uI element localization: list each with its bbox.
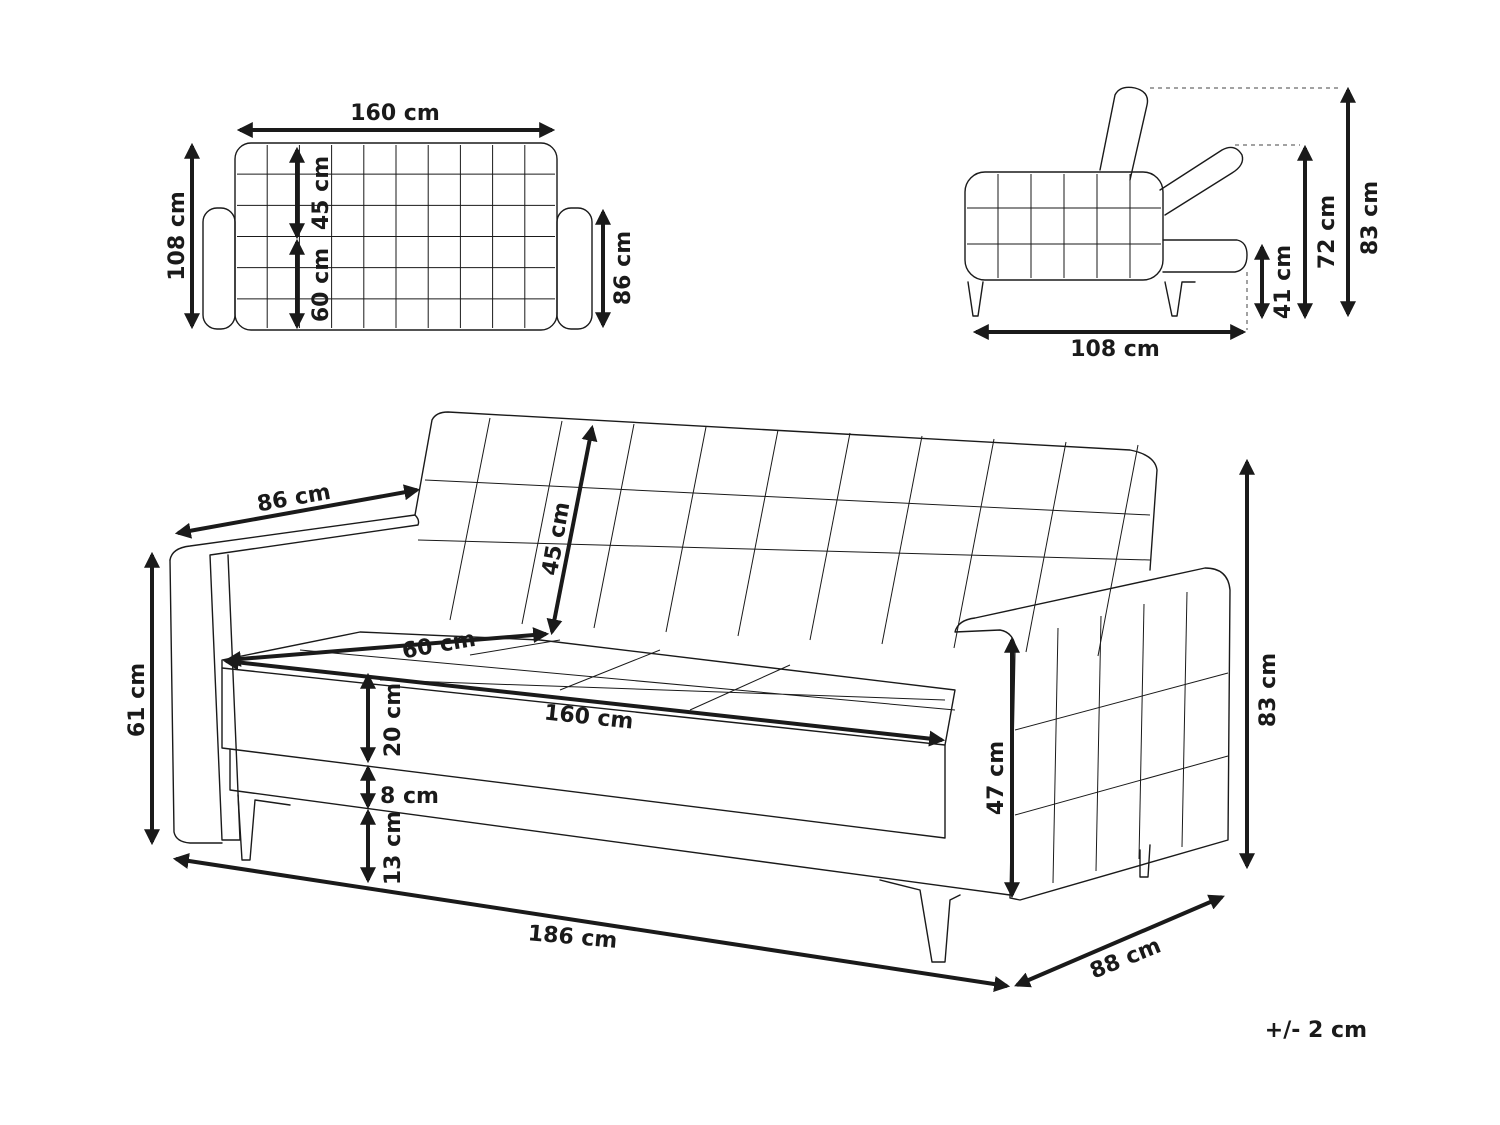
tuft-line xyxy=(737,429,779,637)
tuft-line xyxy=(1095,615,1102,872)
seat-depth-arrow-front xyxy=(224,627,550,667)
tuft-line xyxy=(1097,444,1139,657)
base-frame xyxy=(229,749,1011,896)
backrest xyxy=(414,411,1158,571)
arm-depth-arrow-front xyxy=(174,484,421,539)
front-leg xyxy=(967,281,984,317)
depth-label: 108 cm xyxy=(165,191,190,281)
seat-depth-label-front: 60 cm xyxy=(400,627,477,665)
backrest-upright xyxy=(1099,86,1149,181)
seat-cushion-front xyxy=(221,667,946,839)
total-width-arrow xyxy=(172,853,1011,992)
side-tufting-grid xyxy=(967,174,1161,278)
backrest-reclined xyxy=(1159,146,1244,216)
tuft-line xyxy=(593,423,635,629)
arm-inner-height-label: 47 cm xyxy=(984,741,1009,815)
seat-height-label: 41 cm xyxy=(1271,245,1296,319)
tuft-line xyxy=(1138,603,1145,860)
base-height-label: 8 cm xyxy=(380,784,439,809)
tuft-line xyxy=(881,435,923,645)
width-label: 160 cm xyxy=(350,101,440,126)
side-view: 108 cm 41 cm 72 cm 83 cm xyxy=(964,86,1383,362)
right-front-leg xyxy=(879,879,961,963)
front-total-height-label: 83 cm xyxy=(1256,653,1281,727)
leg-height-label: 13 cm xyxy=(381,811,406,885)
total-depth-label: 88 cm xyxy=(1086,933,1164,984)
tuft-line xyxy=(1014,672,1229,731)
back-height-arrow xyxy=(546,424,598,636)
tuft-line xyxy=(1052,627,1059,884)
seat-depth-label: 60 cm xyxy=(309,248,334,322)
cushion-height-label: 20 cm xyxy=(381,683,406,757)
backrest-rows xyxy=(417,479,1151,561)
right-armrest-top xyxy=(556,207,593,330)
tuft-line xyxy=(953,438,995,649)
tuft-line xyxy=(1014,755,1229,816)
left-armrest-top xyxy=(202,207,236,330)
tufting-grid xyxy=(237,145,555,328)
backrest-flat xyxy=(1162,239,1248,273)
top-view: 160 cm 108 cm 45 cm 60 cm 86 cm xyxy=(165,101,636,331)
arm-depth-label: 86 cm xyxy=(611,231,636,305)
backrest-columns xyxy=(449,417,1139,657)
mid-height-label: 72 cm xyxy=(1315,195,1340,269)
total-height-label: 83 cm xyxy=(1358,181,1383,255)
arm-height-label: 61 cm xyxy=(125,663,150,737)
tuft-line xyxy=(809,432,851,641)
sofa-body-side xyxy=(964,171,1164,281)
tuft-line xyxy=(665,426,707,633)
front-view: 86 cm 45 cm 60 cm 160 cm 61 cm 20 cm 8 c… xyxy=(125,411,1281,992)
right-armrest-tufting xyxy=(1014,591,1229,884)
total-depth-arrow xyxy=(1014,894,1225,988)
tuft-line xyxy=(1025,441,1067,653)
seat-width-arrow xyxy=(222,654,946,747)
left-armrest-front xyxy=(169,559,223,844)
tolerance-note: +/- 2 cm xyxy=(1265,1018,1367,1043)
back-depth-label: 45 cm xyxy=(309,156,334,230)
tuft-line xyxy=(1181,591,1188,848)
rear-leg xyxy=(1164,281,1196,317)
left-front-leg xyxy=(237,794,291,861)
right-armrest xyxy=(954,567,1231,901)
side-depth-label: 108 cm xyxy=(1070,337,1160,362)
tuft-line xyxy=(449,417,491,621)
rear-leg-front-view xyxy=(1139,844,1151,878)
